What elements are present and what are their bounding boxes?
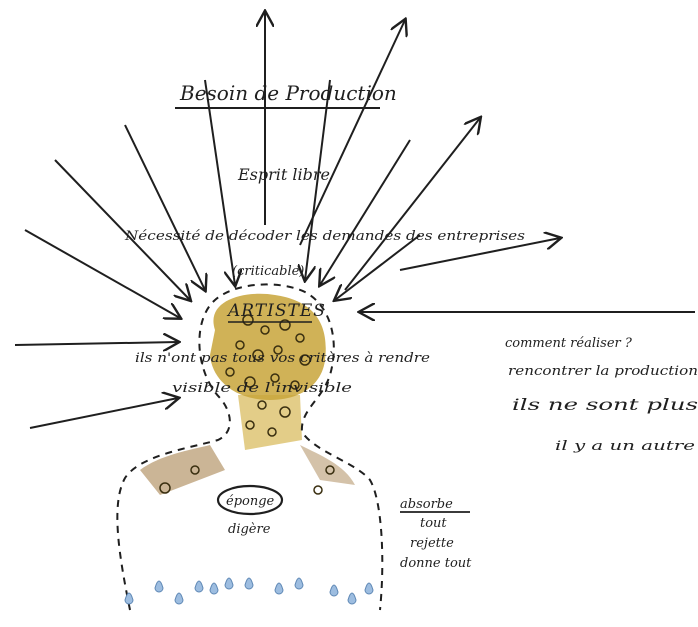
title-text: Besoin de Production [179,81,397,105]
note-line: rencontrer la production [508,364,698,379]
rendre-text: ils n'ont pas tous vos critères à rendre [135,351,430,366]
list-item: tout [420,516,447,531]
digere-label: digère [228,522,271,537]
necessite-text: Nécessité de décoder les demandes des en… [124,229,526,244]
visible-text: visible de l'invisible [172,381,352,396]
esprit-text: Esprit libre [237,165,330,184]
shoulder-stain-left [140,445,225,495]
shoulder-stain-right [300,445,355,485]
arrow-in-8 [30,398,178,428]
criticable-text: (criticable) [232,264,304,279]
artistes-label: ARTISTES [226,301,326,321]
list-heading: absorbe [400,497,453,512]
arrow-up-3 [345,118,480,290]
note-line: il y a un autre [555,439,695,454]
water-drops [125,578,373,604]
note-line: ils ne sont plus [512,395,698,414]
right-notes: comment réaliser ? rencontrer la product… [505,336,698,454]
eponge-label: éponge [226,494,275,509]
arrow-in-7 [15,342,178,345]
list-item: rejette [410,536,454,551]
arrow-in-1 [205,80,235,285]
arrow-in-4 [125,125,205,290]
absorbe-list: absorbe tout rejette donne tout [400,497,472,571]
arrow-in-9 [335,235,420,300]
list-item: donne tout [400,556,472,571]
arrow-up-2 [300,20,405,245]
note-line: comment réaliser ? [505,336,633,351]
figure [117,284,382,610]
